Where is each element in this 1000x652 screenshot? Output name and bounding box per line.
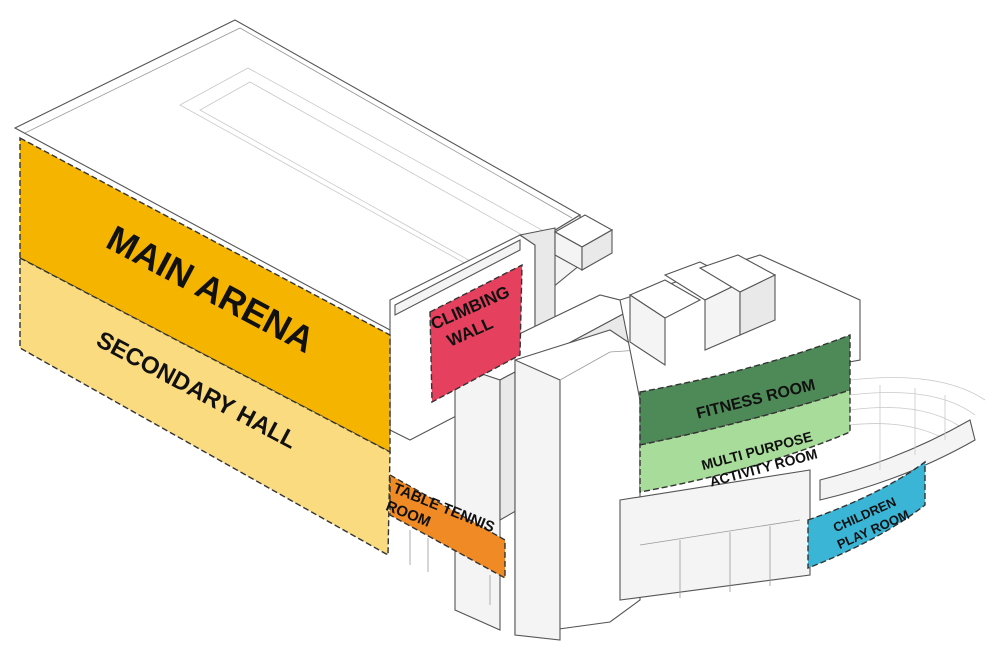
secondary-hall-zone <box>19 256 391 557</box>
multi-purpose-activity-room-zone <box>639 389 851 493</box>
table-tennis-room-zone <box>389 473 506 580</box>
children-play-room-zone <box>807 460 926 570</box>
climbing-wall-zone <box>429 263 523 404</box>
